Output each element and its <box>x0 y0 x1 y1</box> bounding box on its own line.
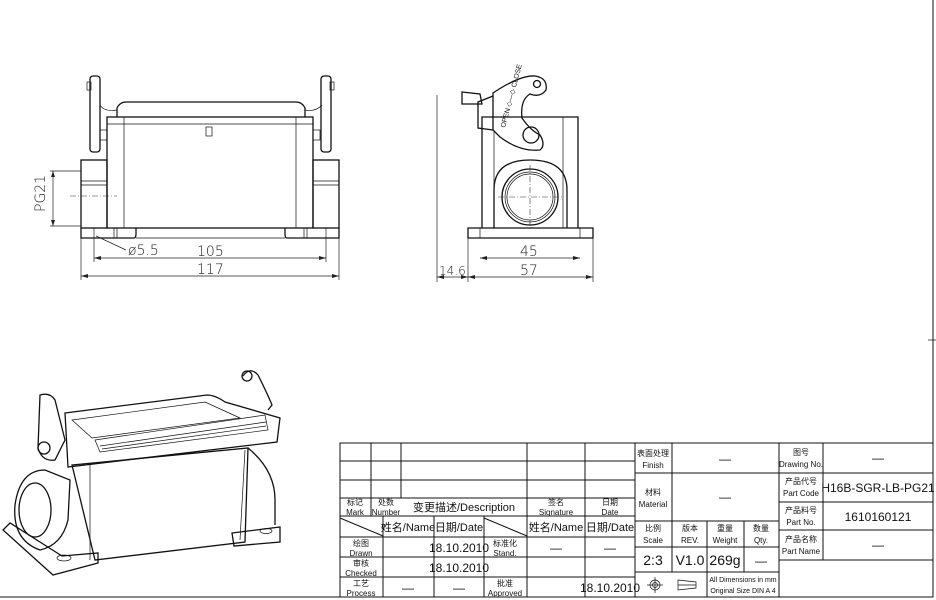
dim-hole-diameter: ø5.5 <box>128 243 159 259</box>
iso-left-latch <box>37 393 66 461</box>
drawing-no-label: Drawing No. <box>779 460 823 469</box>
name-header: 姓名/Name <box>381 520 435 534</box>
qty-value: — <box>755 554 767 568</box>
iso-left-boss <box>14 469 71 551</box>
material-label-cn: 材料 <box>645 487 661 497</box>
body-outline <box>106 116 314 229</box>
stand-label-cn: 标准化 <box>493 538 517 548</box>
latch-handle <box>461 91 483 105</box>
dim-117: 117 <box>197 262 224 278</box>
weight-label: Weight <box>713 536 739 545</box>
weight-label-cn: 重量 <box>717 523 733 533</box>
title-block-grid <box>339 442 934 598</box>
iso-lid-frame <box>64 394 281 468</box>
process-name: — <box>402 581 414 595</box>
dimensions-note: All Dimensions in mm <box>709 577 776 584</box>
cover-outline <box>116 101 306 117</box>
right-base-plate <box>284 228 340 239</box>
part-name-label: Part Name <box>782 547 821 556</box>
mark-label: Mark <box>346 508 365 517</box>
dim-105: 105 <box>197 244 224 260</box>
rev-label: REV. <box>681 536 699 545</box>
part-code-label: Part Code <box>783 489 820 498</box>
latch-lever <box>492 75 547 151</box>
finish-label: Finish <box>642 461 663 470</box>
front-view: PG21 ø5.5 105 117 <box>33 75 340 280</box>
approved-label-cn: 批准 <box>497 578 513 588</box>
part-name-label-cn: 产品名称 <box>785 534 817 544</box>
material-label: Material <box>639 500 668 509</box>
side-view: OPEN ◇—◇ CLOSE 45 57 14.6 <box>436 63 594 282</box>
date-label: Date <box>602 508 619 517</box>
checked-date: 18.10.2010 <box>429 561 489 575</box>
iso-right-latch <box>242 370 273 411</box>
drawn-label: Drawn <box>349 549 372 558</box>
qty-label: Qty. <box>754 536 768 545</box>
weight-value: 269g <box>709 552 740 568</box>
left-base-plate <box>80 228 137 239</box>
lever-marking: OPEN ◇—◇ CLOSE <box>500 63 524 128</box>
cone-symbol-icon <box>677 579 697 591</box>
scale-value: 2:3 <box>643 552 663 568</box>
drawn-label-cn: 绘图 <box>353 538 369 548</box>
iso-left-base <box>2 522 99 576</box>
part-code-label-cn: 产品代号 <box>785 476 817 486</box>
number-label: Number <box>372 508 401 517</box>
part-no-value: 1610160121 <box>845 510 912 524</box>
part-name-value: — <box>872 538 884 552</box>
process-date: — <box>453 581 465 595</box>
iso-right-base <box>231 526 281 547</box>
date-label-cn: 日期 <box>602 498 618 507</box>
dim-57: 57 <box>520 263 538 279</box>
dim-14-6: 14.6 <box>439 264 466 278</box>
side-base <box>467 227 594 239</box>
left-latch <box>89 75 101 153</box>
checked-label: Checked <box>345 569 377 578</box>
part-no-label: Part No. <box>786 518 815 527</box>
process-label-cn: 工艺 <box>353 579 369 588</box>
side-arch <box>493 159 568 228</box>
right-latch <box>320 75 332 153</box>
qty-label-cn: 数量 <box>753 523 769 533</box>
approved-date: 18.10.2010 <box>580 581 640 595</box>
finish-label-cn: 表面处理 <box>637 448 669 458</box>
isometric-view <box>2 370 281 576</box>
dim-pg21: PG21 <box>33 175 49 212</box>
name-header-2: 姓名/Name <box>529 520 583 534</box>
drawing-no-label-cn: 图号 <box>793 448 809 457</box>
side-body <box>481 116 579 228</box>
original-size-note: Original Size DIN A 4 <box>710 588 775 595</box>
right-boss <box>312 159 340 229</box>
rev-label-cn: 版本 <box>682 523 698 533</box>
left-boss <box>80 159 108 229</box>
signature-label-cn: 签名 <box>548 497 564 507</box>
mark-label-cn: 标记 <box>347 497 363 507</box>
stand-date: — <box>604 541 616 555</box>
checked-label-cn: 审核 <box>353 558 369 568</box>
rev-value: V1.0 <box>676 552 705 568</box>
drawing-no-value: — <box>872 451 884 465</box>
dim-45: 45 <box>520 244 538 260</box>
iso-body-front <box>71 447 249 561</box>
date-header-2: 日期/Date <box>586 521 634 534</box>
scale-label: Scale <box>643 536 664 545</box>
material-value: — <box>719 490 731 504</box>
description-header: 变更描述/Description <box>413 500 515 514</box>
projection-symbol-icon <box>647 577 663 593</box>
date-header: 日期/Date <box>435 521 483 534</box>
number-label-cn: 处数 <box>378 497 394 507</box>
stand-name: — <box>550 541 562 555</box>
drawn-date: 18.10.2010 <box>429 541 489 555</box>
part-no-label-cn: 产品料号 <box>785 505 817 515</box>
approved-label: Approved <box>488 589 522 598</box>
signature-label: Signature <box>539 508 574 517</box>
stand-label: Stand. <box>493 549 516 558</box>
finish-value: — <box>719 452 731 466</box>
scale-label-cn: 比例 <box>645 523 661 533</box>
part-code-value: H16B-SGR-LB-PG21 <box>821 481 935 495</box>
process-label: Process <box>347 589 376 598</box>
iso-cover <box>94 414 269 453</box>
